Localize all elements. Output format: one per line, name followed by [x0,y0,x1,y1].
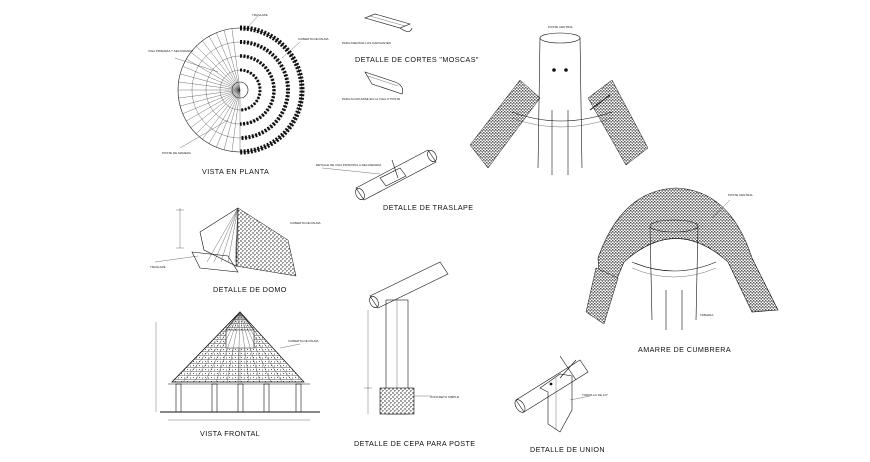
footing-note: CONCRETO SIMPLE [430,395,459,399]
plan-circle-left [177,27,303,153]
overlap-detail: DETALLE DE VIGA PRINCIPAL A SECUNDARIA D… [316,149,473,212]
plan-view: TRASLAPE VIGA PRIMARIA Y SECUNDARIA CUBI… [148,13,329,176]
plan-top-note: TRASLAPE [252,13,268,17]
union-detail: TORNILLO DE 1/2" DETALLE DE UNION [514,355,608,454]
overlap-beam [355,149,437,201]
ridge-post [649,219,699,330]
ridge-title: AMARRE DE CUMBRERA [638,345,731,354]
footing-title: DETALLE DE CEPA PARA POSTE [354,439,475,448]
plan-thatch-right [239,25,305,155]
dome-note: CUBIERTA DE PALMA [290,221,321,225]
frontal-view: CUBIERTA DE PALMA VISTA FRONTAL [155,311,320,438]
top-right-connection: POSTE CENTRAL [469,25,649,175]
cut-log-bottom [364,71,403,95]
dome-left-note: TRASLAPE [150,265,166,269]
union-title: DETALLE DE UNION [530,445,605,454]
overlap-title: DETALLE DE TRASLAPE [383,203,473,212]
cuts-detail: PARA ASENTAR LOS GARGANTES DETALLE DE CO… [342,13,479,101]
cut-log-top [364,13,413,32]
footing-detail: CONCRETO SIMPLE DETALLE DE CEPA PARA POS… [354,261,475,448]
frontal-title: VISTA FRONTAL [200,429,260,438]
ridge-left-note: TABLERA [700,313,713,317]
union-note: TORNILLO DE 1/2" [582,393,608,397]
ridge-detail: POSTE CENTRAL TABLERA AMARRE DE CUMBRERA [585,187,779,354]
cuts-title: DETALLE DE CORTES "MOSCAS" [355,55,479,64]
cut-top-note: PARA ASENTAR LOS GARGANTES [342,41,391,45]
dome-detail: CUBIERTA DE PALMA TRASLAPE DETALLE DE DO… [150,207,321,294]
center-post [537,32,583,175]
cut-bottom-note: PARA ACOPLARSE EN LA VIGA O POSTE [342,97,400,101]
ridge-note: POSTE CENTRAL [728,193,753,197]
frontal-note: CUBIERTA DE PALMA [288,339,319,343]
dome-roof [199,207,297,277]
plan-right-note: CUBIERTA DE PALMA [298,37,329,41]
frontal-roof [171,311,305,383]
plan-left-note: VIGA PRIMARIA Y SECUNDARIA [148,49,193,53]
frontal-posts [160,383,320,413]
plan-title: VISTA EN PLANTA [202,167,269,176]
dome-title: DETALLE DE DOMO [213,285,287,294]
plan-bottom-note: POSTE DE MADERA [162,151,191,155]
overlap-note: DETALLE DE VIGA PRINCIPAL A SECUNDARIA [316,163,381,167]
top-right-note: POSTE CENTRAL [548,25,573,29]
